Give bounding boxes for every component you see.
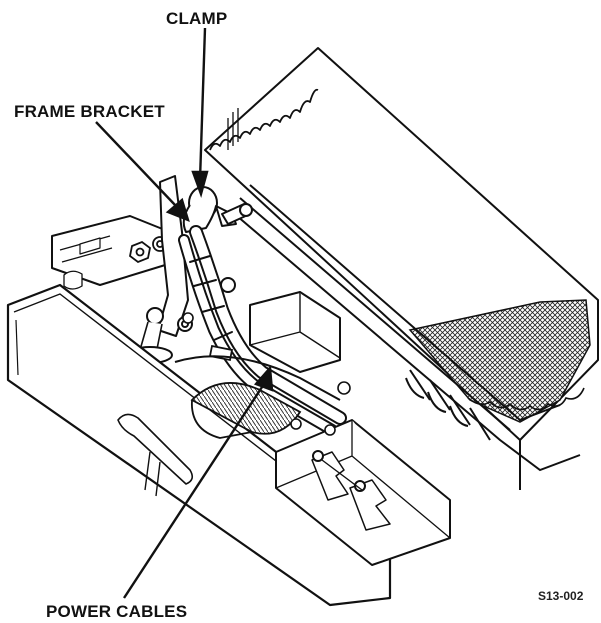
- clamp: [182, 186, 253, 233]
- clamp-label: CLAMP: [166, 9, 228, 28]
- side-frame: [229, 184, 581, 490]
- power-cables-label: POWER CABLES: [46, 602, 188, 621]
- frame-bracket-label: FRAME BRACKET: [14, 102, 165, 121]
- terminal-block: [275, 419, 451, 566]
- fastener-dots: [182, 312, 351, 436]
- back-housing: [51, 215, 176, 290]
- front-cover: [6, 283, 392, 607]
- leader-lines: [95, 27, 274, 599]
- motor-coil: [174, 355, 341, 439]
- center-bracket: [127, 277, 341, 373]
- figure-id: S13-002: [538, 589, 584, 603]
